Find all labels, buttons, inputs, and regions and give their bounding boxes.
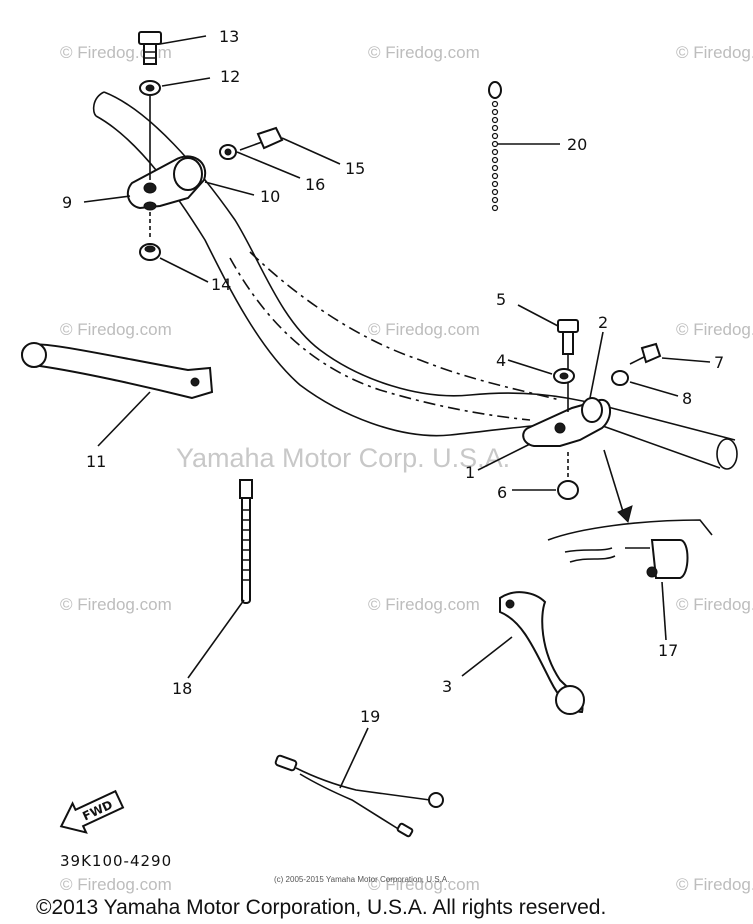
switch-inset [547, 449, 713, 579]
label-8: 8 [682, 389, 692, 408]
bolt-7 [629, 342, 662, 365]
label-4: 4 [496, 351, 506, 370]
bolt-5 [557, 319, 579, 412]
watermark: © Firedog.com [60, 875, 172, 894]
watermark: © Firedog.com [368, 43, 480, 62]
watermark: © Firedog.com [368, 595, 480, 614]
watermark: © Firedog.com [60, 595, 172, 614]
nut-14 [139, 243, 161, 261]
footer-copyright: ©2013 Yamaha Motor Corporation, U.S.A. A… [36, 896, 606, 919]
nut-16 [219, 144, 237, 160]
watermark: © Firedog.com [368, 875, 480, 894]
label-1: 1 [465, 463, 475, 482]
nut-6 [557, 452, 579, 500]
label-10: 10 [260, 187, 280, 206]
small-copyright: (c) 2005-2015 Yamaha Motor Corporation, … [274, 875, 449, 884]
label-11: 11 [86, 452, 106, 471]
label-16: 16 [305, 175, 325, 194]
watermark: © Firedog.com [368, 320, 480, 339]
part-labels: 13 12 15 16 10 9 14 11 20 5 2 4 7 8 1 6 … [62, 27, 724, 726]
label-15: 15 [345, 159, 365, 178]
label-14: 14 [211, 275, 231, 294]
watermark: © Firedog.com [676, 43, 753, 62]
label-13: 13 [219, 27, 239, 46]
label-12: 12 [220, 67, 240, 86]
brake-lever-3 [499, 591, 585, 715]
leader-lines [83, 35, 711, 789]
watermark: © Firedog.com [676, 320, 753, 339]
label-17: 17 [658, 641, 678, 660]
wire-lead-19 [274, 754, 444, 838]
left-lever-holder [126, 96, 207, 240]
label-3: 3 [442, 677, 452, 696]
label-18: 18 [172, 679, 192, 698]
label-7: 7 [714, 353, 724, 372]
bead-chain-20 [488, 81, 502, 212]
handlebar [92, 91, 738, 470]
drawing-code: 39K100-4290 [60, 852, 172, 870]
clutch-lever-11 [21, 342, 214, 400]
label-19: 19 [360, 707, 380, 726]
right-lever-holder [522, 397, 611, 447]
washer-4 [553, 368, 575, 384]
bolt-15 [239, 126, 284, 151]
label-6: 6 [497, 483, 507, 502]
label-2: 2 [598, 313, 608, 332]
label-5: 5 [496, 290, 506, 309]
watermark: © Firedog.com [676, 875, 753, 894]
nut-8 [611, 370, 629, 386]
washer-12 [139, 80, 161, 96]
center-watermark: Yamaha Motor Corp. U.S.A. [176, 443, 510, 473]
cable-tie-18 [239, 479, 253, 604]
watermark: © Firedog.com [676, 595, 753, 614]
fwd-arrow: FWD [59, 789, 125, 834]
label-9: 9 [62, 193, 72, 212]
label-20: 20 [567, 135, 587, 154]
watermark: © Firedog.com [60, 320, 172, 339]
bolt-13 [138, 31, 162, 65]
watermark-layer: © Firedog.com © Firedog.com © Firedog.co… [60, 43, 753, 894]
